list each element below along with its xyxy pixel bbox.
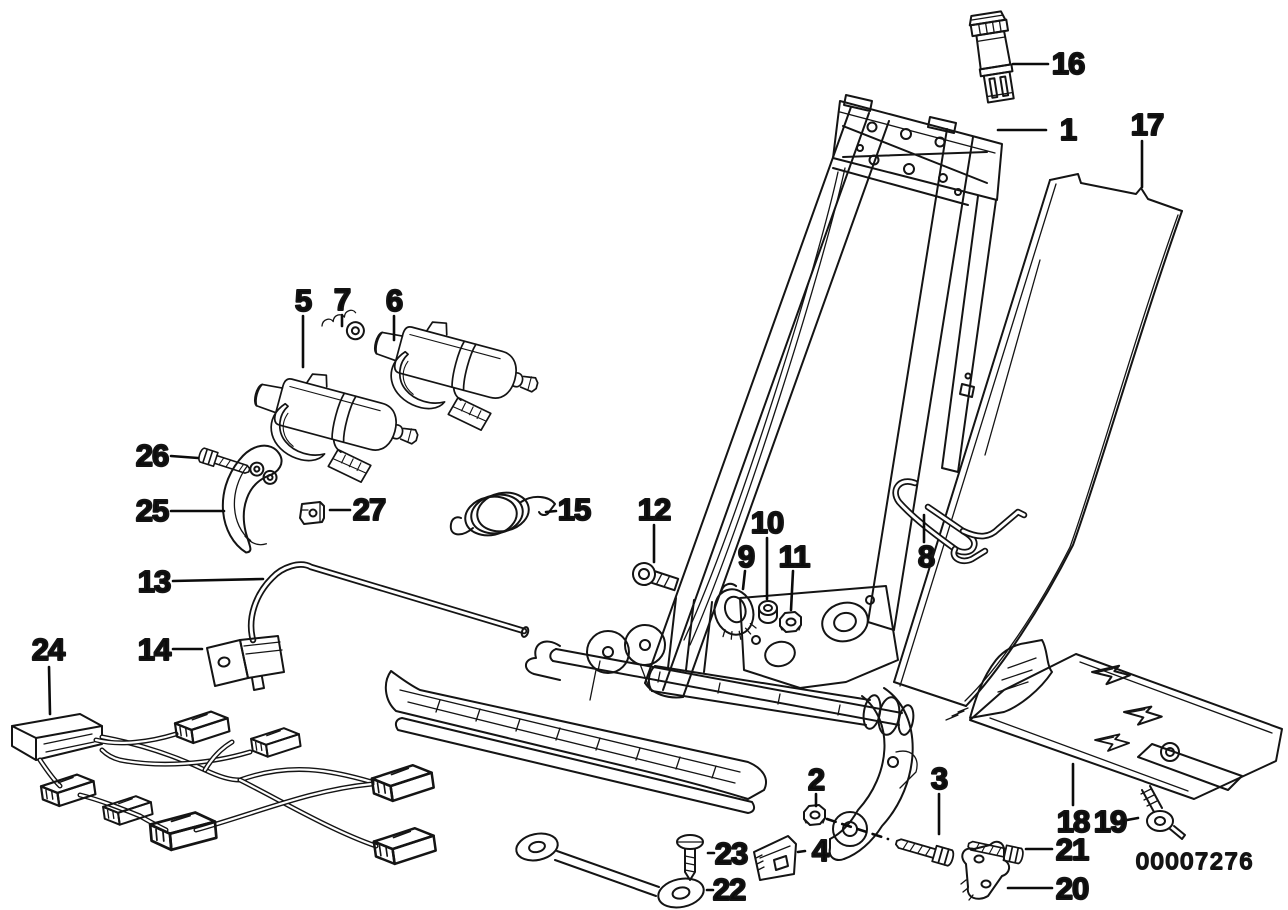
nut-2-to-bolt-3-dash [825, 817, 890, 841]
callout-2: 2 [807, 761, 826, 808]
callout-24-label: 24 [32, 632, 66, 667]
callout-16: 16 [1011, 45, 1087, 82]
callout-8-label: 8 [918, 539, 935, 574]
rod-13-drawing [247, 561, 530, 644]
callout-11-label: 11 [779, 539, 811, 574]
callout-13-label: 13 [138, 564, 171, 599]
screw-23-drawing [676, 834, 704, 881]
callout-26: 26 [135, 437, 200, 474]
callout-16-label: 16 [1052, 46, 1085, 81]
callout-26-label: 26 [136, 438, 169, 473]
knob-9-drawing [713, 582, 757, 640]
callout-14: 14 [137, 631, 204, 668]
callout-22-label: 22 [713, 872, 745, 907]
callout-18: 18 [1056, 762, 1092, 840]
callouts-layer: 1 2 3 4 5 6 7 8 9 10 11 12 13 14 15 16 1… [31, 45, 1165, 908]
callout-14-label: 14 [138, 632, 172, 667]
callout-9-label: 9 [738, 539, 755, 574]
callout-1: 1 [996, 111, 1079, 148]
callout-22: 22 [705, 871, 747, 908]
callout-5-label: 5 [295, 283, 312, 318]
clip-27-drawing [299, 501, 325, 525]
callout-24: 24 [31, 631, 68, 716]
headrest-guide-drawing [968, 10, 1015, 104]
callout-19-label: 19 [1094, 804, 1127, 839]
callout-17-label: 17 [1131, 107, 1163, 142]
bolt-3-drawing [893, 833, 956, 868]
callout-4-label: 4 [812, 833, 830, 868]
callout-2-label: 2 [808, 762, 824, 797]
spring-15-drawing [449, 491, 556, 537]
callout-6-label: 6 [386, 283, 403, 318]
tie-rod-22-drawing [515, 832, 705, 909]
motor-6-drawing [359, 305, 548, 443]
backrest-frame-drawing [644, 94, 1003, 699]
lower-trim-panel-drawing [945, 639, 1283, 800]
bracket-14-drawing [206, 635, 285, 691]
diagram-number: 00007276 [1136, 848, 1254, 874]
callout-10-label: 10 [751, 505, 783, 540]
callout-20-label: 20 [1056, 871, 1088, 906]
callout-4: 4 [796, 832, 832, 869]
callout-10: 10 [750, 504, 785, 601]
washer-10-drawing [758, 600, 778, 624]
callout-20: 20 [1006, 870, 1090, 907]
seat-base-drawing [384, 585, 918, 861]
clip-4-drawing [753, 835, 797, 881]
callout-12: 12 [637, 491, 672, 564]
callout-21-label: 21 [1056, 832, 1089, 867]
callout-17: 17 [1130, 106, 1165, 189]
callout-21: 21 [1024, 831, 1091, 868]
callout-23-label: 23 [715, 836, 748, 871]
callout-27-label: 27 [353, 492, 385, 527]
callout-15-label: 15 [558, 492, 591, 527]
callout-7-label: 7 [334, 282, 350, 317]
screw-19-drawing [1140, 785, 1186, 840]
screw-7-drawing [321, 309, 365, 341]
callout-1-label: 1 [1060, 112, 1077, 147]
callout-9: 9 [737, 538, 757, 591]
callout-18-label: 18 [1057, 804, 1090, 839]
motor-5-drawing [239, 357, 428, 495]
callout-5: 5 [294, 282, 314, 369]
bolt-12-drawing [632, 562, 680, 592]
callout-7: 7 [333, 281, 352, 328]
handle-25-drawing [221, 444, 283, 554]
callout-8: 8 [917, 513, 937, 575]
callout-27: 27 [328, 491, 387, 528]
wiring-harness-drawing [11, 708, 438, 868]
callout-25-label: 25 [136, 493, 169, 528]
nut-2-drawing [803, 804, 826, 826]
callout-13: 13 [137, 563, 265, 600]
callout-6: 6 [385, 282, 405, 342]
callout-25: 25 [135, 492, 226, 529]
callout-19: 19 [1093, 803, 1140, 840]
callout-11: 11 [778, 538, 812, 612]
bracket-20-drawing [960, 840, 1010, 901]
nut-11-drawing [779, 611, 802, 633]
back-panel-drawing [893, 173, 1183, 707]
callout-3-label: 3 [931, 761, 948, 796]
callout-12-label: 12 [638, 492, 670, 527]
callout-23: 23 [706, 835, 750, 872]
callout-3: 3 [930, 760, 950, 836]
callout-15: 15 [544, 491, 593, 528]
spring-8-drawing [892, 478, 1028, 565]
